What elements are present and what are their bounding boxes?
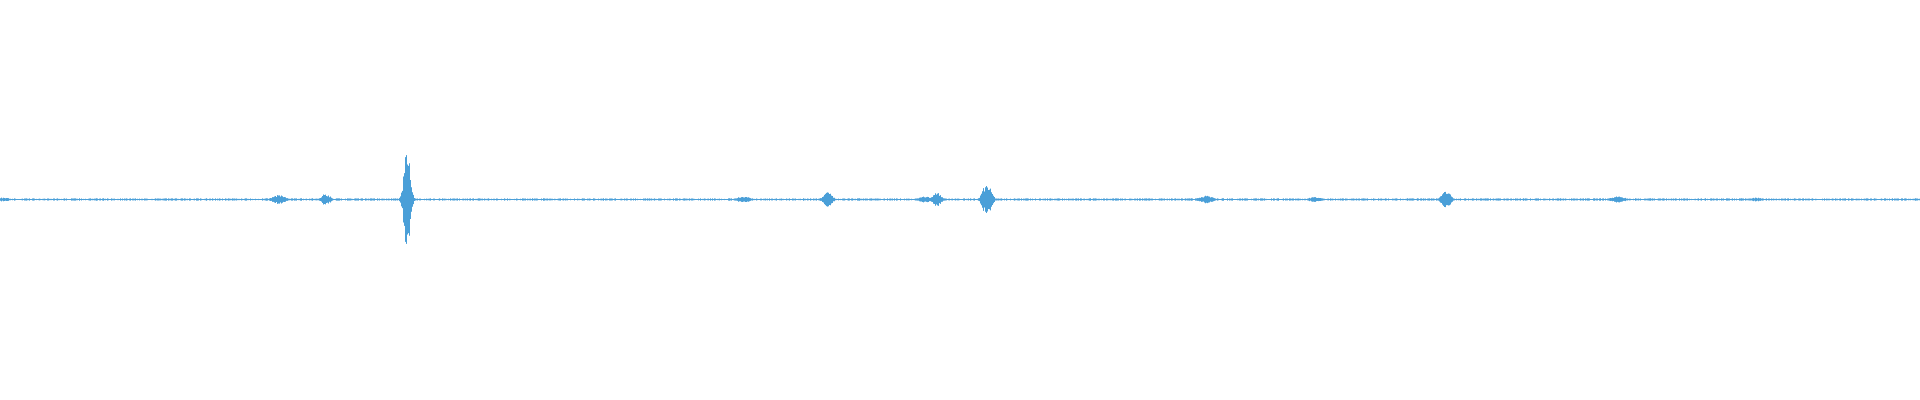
audio-waveform bbox=[0, 155, 1920, 244]
